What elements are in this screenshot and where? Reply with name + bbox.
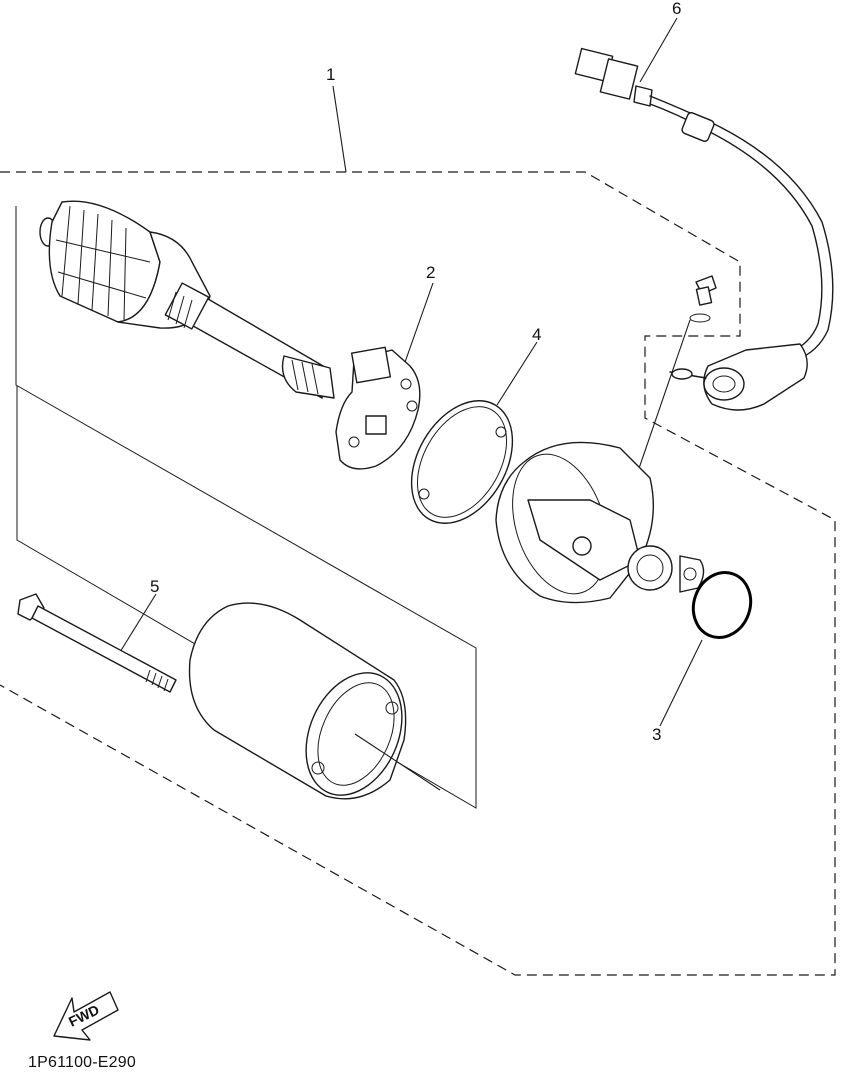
leader-lines [119, 17, 703, 727]
assembly-boundary [0, 171, 836, 976]
end-cover [495, 441, 705, 604]
lead-wire [574, 47, 834, 411]
fwd-direction-arrow: FWD [53, 991, 119, 1041]
armature-frame [15, 206, 477, 809]
through-bolt [17, 593, 177, 693]
callout-1: 1 [326, 65, 336, 84]
callout-3: 3 [652, 725, 662, 744]
callout-6: 6 [672, 0, 682, 18]
callout-2: 2 [426, 263, 436, 282]
callout-5: 5 [150, 577, 160, 596]
callout-4: 4 [532, 325, 542, 344]
armature [39, 200, 335, 399]
o-ring [691, 571, 753, 639]
brush-holder-plate [335, 346, 421, 470]
diagram-code: 1P61100-E290 [28, 1054, 136, 1071]
motor-yoke [188, 602, 441, 800]
gasket-ring [410, 400, 514, 524]
